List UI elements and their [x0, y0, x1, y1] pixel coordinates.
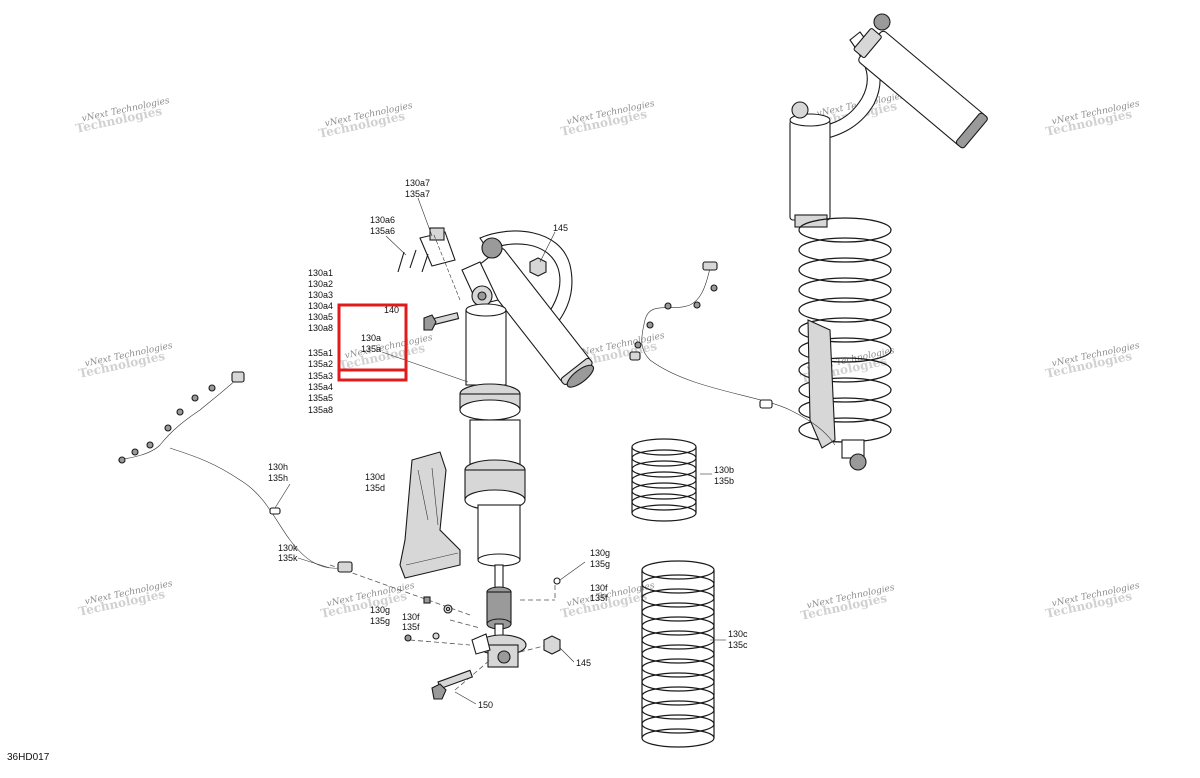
label-130a5: 130a5 [308, 312, 333, 322]
label-130a3: 130a3 [308, 290, 333, 300]
label-135d: 135d [365, 483, 385, 493]
label-135k: 135k [278, 553, 298, 563]
watermark-layer: Technologies vNext Technologies Technolo… [74, 91, 1140, 623]
leader-lines [274, 197, 726, 705]
label-130a1: 130a1 [308, 268, 333, 278]
label-135g-left: 135g [370, 616, 390, 626]
label-135f-right: 135f [590, 593, 608, 603]
label-135a2: 135a2 [308, 359, 333, 369]
label-130k: 130k [278, 543, 298, 553]
label-135a3: 135a3 [308, 371, 333, 381]
label-130c: 130c [728, 629, 748, 639]
small-hardware [404, 577, 561, 700]
label-135a7: 135a7 [405, 189, 430, 199]
label-135a: 135a [361, 344, 381, 354]
label-135a5: 135a5 [308, 393, 333, 403]
label-130g-right: 130g [590, 548, 610, 558]
label-135a4: 135a4 [308, 382, 333, 392]
label-135f-left: 135f [402, 622, 420, 632]
shock-shield [399, 451, 461, 579]
label-135a1: 135a1 [308, 348, 333, 358]
label-130a7: 130a7 [405, 178, 430, 188]
label-135g-right: 135g [590, 559, 610, 569]
label-130a: 130a [361, 333, 381, 343]
label-140: 140 [384, 305, 399, 315]
assembled-shock-absorber [789, 13, 988, 471]
label-145-top: 145 [553, 223, 568, 233]
diagram-code: 36HD017 [7, 752, 50, 763]
label-150: 150 [478, 700, 493, 710]
label-135a6: 135a6 [370, 226, 395, 236]
wire-harness-upper [629, 261, 836, 446]
shock-top-assembly [397, 227, 595, 668]
label-130h: 130h [268, 462, 288, 472]
label-130d: 130d [365, 472, 385, 482]
coil-spring-lower [641, 560, 715, 748]
label-135h: 135h [268, 473, 288, 483]
label-130f-right: 130f [590, 583, 608, 593]
assembled-coil-spring [798, 217, 892, 443]
label-130a4: 130a4 [308, 301, 333, 311]
highlight-box [337, 303, 408, 382]
label-130a8: 130a8 [308, 323, 333, 333]
label-130g-left: 130g [370, 605, 390, 615]
label-130f-left: 130f [402, 612, 420, 622]
label-135a8: 135a8 [308, 405, 333, 415]
label-130a2: 130a2 [308, 279, 333, 289]
coil-spring-upper [631, 438, 697, 522]
callout-labels: 130a7 135a7 130a6 135a6 145 130a1 130a2 … [268, 178, 748, 710]
label-130a6: 130a6 [370, 215, 395, 225]
label-145-bottom: 145 [576, 658, 591, 668]
label-130b: 130b [714, 465, 734, 475]
label-135c: 135c [728, 640, 748, 650]
label-135b: 135b [714, 476, 734, 486]
